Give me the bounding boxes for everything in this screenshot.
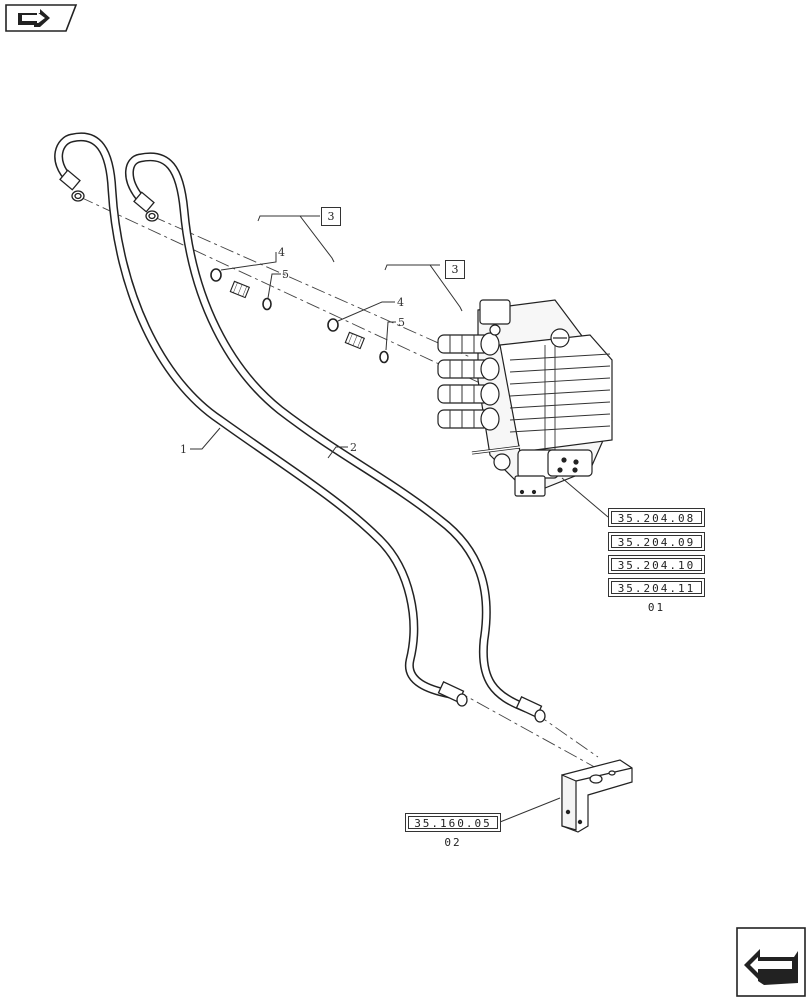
kit-brackets	[257, 215, 463, 312]
valve-reference-link-3[interactable]: 35.204.10 01	[608, 555, 705, 591]
adapter-5b	[344, 331, 366, 350]
mounting-bracket	[561, 759, 633, 833]
o-ring-5a	[262, 297, 272, 311]
o-ring-4b	[327, 318, 339, 332]
center-lines	[79, 196, 601, 771]
bracket-reference-link[interactable]: 35.160.05 02	[405, 813, 501, 849]
hose-2-end-fitting-top	[133, 191, 159, 222]
valve-reference-leader	[561, 477, 609, 518]
forward-arrow-icon	[18, 9, 50, 27]
callout-hose-2: 2	[350, 441, 357, 454]
valve-reference-link-4[interactable]: 35.204.11 01	[608, 578, 705, 614]
callout-washer-4b: 4	[397, 296, 404, 309]
kit-box-3-upper: 3	[321, 207, 341, 226]
callout-leaders	[190, 252, 396, 459]
callout-washer-4a: 4	[278, 246, 285, 259]
kit-box-3-lower: 3	[445, 260, 465, 279]
adapter-5a	[229, 280, 251, 299]
valve-reference-link-1[interactable]: 35.204.08 01	[608, 508, 705, 544]
hose-2	[125, 152, 531, 713]
hose-1-end-fitting-top	[59, 169, 85, 202]
hose-2-end-fitting-bottom	[515, 696, 546, 723]
back-arrow-icon	[744, 949, 798, 985]
control-valve-assembly	[437, 299, 613, 497]
callout-adapter-5b: 5	[398, 316, 405, 329]
hose-1	[54, 132, 455, 699]
valve-reference-link-2[interactable]: 35.204.09 01	[608, 532, 705, 568]
bracket-reference-leader	[499, 797, 561, 823]
hose-1-end-fitting-bottom	[437, 681, 468, 707]
back-nav-button[interactable]	[736, 927, 806, 997]
o-ring-4a	[210, 268, 222, 282]
callout-hose-1: 1	[180, 443, 187, 456]
o-ring-5b	[379, 350, 389, 364]
forward-nav-button[interactable]	[4, 3, 78, 33]
callout-adapter-5a: 5	[282, 268, 289, 281]
